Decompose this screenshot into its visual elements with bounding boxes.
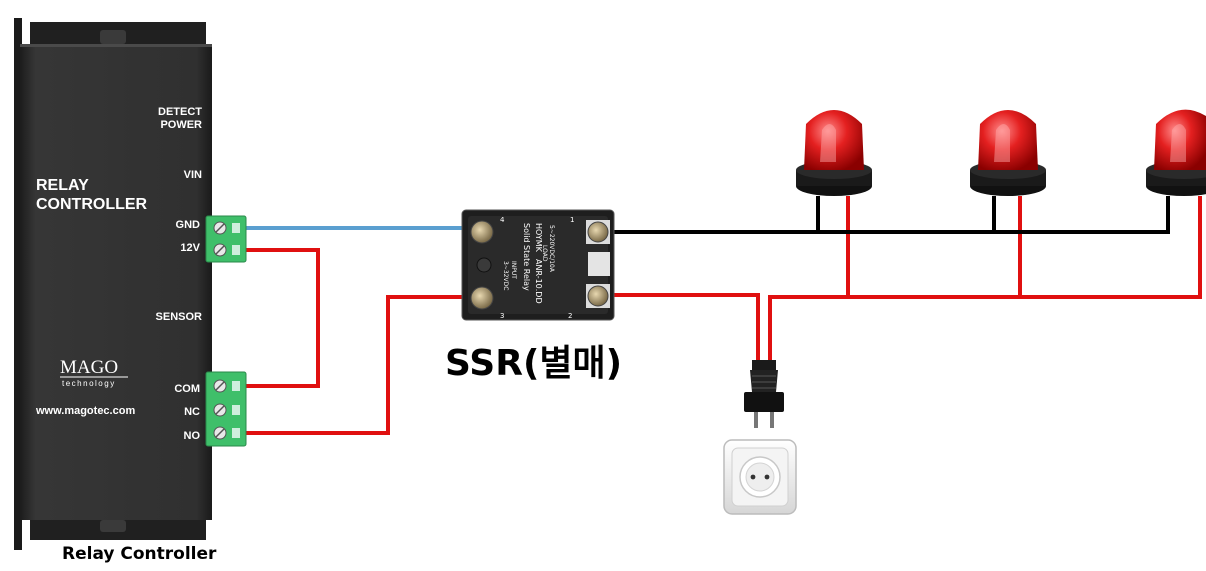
label-vin: VIN [184, 169, 202, 181]
label-power: POWER [160, 119, 202, 131]
warning-lamp-icon [796, 110, 872, 196]
ssr-load-label: LOAD [541, 245, 548, 262]
ssr-pin-2: 2 [568, 312, 572, 320]
label-nc: NC [184, 406, 200, 418]
ssr-model: ANR-10.DD [534, 259, 543, 304]
ssr-type: Solid State Relay [522, 223, 531, 291]
terminal-block-relay [205, 371, 247, 447]
wire-plug-lamps [768, 196, 1202, 362]
ssr-pin-3: 3 [500, 312, 504, 320]
controller-caption: Relay Controller [62, 544, 217, 564]
ssr-input-label: INPUT [510, 261, 517, 279]
ssr-screw-2 [587, 285, 609, 307]
controller-title-2: CONTROLLER [36, 196, 148, 213]
warning-lamp-icon [970, 110, 1046, 196]
ssr-screw-3 [470, 286, 494, 310]
label-sensor: SENSOR [156, 311, 203, 323]
wire-no-ssr [244, 295, 470, 435]
ssr-pin-1: 1 [570, 216, 574, 224]
ssr-screw-1 [587, 221, 609, 243]
wires [244, 196, 1202, 435]
warning-lamp-icon [1146, 109, 1206, 196]
label-no: NO [184, 430, 201, 442]
ssr-label-group: HOYMK ANR-10.DD Solid State Relay 5~220V… [502, 223, 555, 304]
label-detect: DETECT [158, 106, 202, 118]
ssr-load-rating: 5~220VDC/10A [548, 225, 555, 273]
terminal-block-power [205, 215, 247, 263]
ssr-caption: SSR(별매) [445, 343, 623, 384]
label-gnd: GND [176, 219, 201, 231]
wall-socket-icon [723, 439, 797, 515]
wire-12v-com [244, 248, 320, 388]
ssr-brand: HOYMK [534, 223, 543, 253]
website: www.magotec.com [35, 405, 135, 417]
label-com: COM [174, 383, 200, 395]
label-12v: 12V [180, 242, 200, 254]
power-plug-icon [744, 360, 784, 428]
solid-state-relay: HOYMK ANR-10.DD Solid State Relay 5~220V… [461, 209, 615, 321]
wire-ssr-lamps-black [612, 196, 1170, 234]
controller-title-1: RELAY [36, 177, 89, 194]
ssr-input-rating: 3~32VDC [502, 261, 509, 290]
ssr-screw-4 [470, 220, 494, 244]
wire-ssr-plug [612, 293, 760, 362]
brand-logo: MAGO [60, 357, 118, 378]
brand-sub: technology [62, 379, 116, 388]
relay-controller: DETECT POWER VIN RELAY CONTROLLER GND 12… [14, 18, 247, 550]
ssr-pin-4: 4 [500, 216, 505, 224]
controller-body [20, 44, 212, 520]
